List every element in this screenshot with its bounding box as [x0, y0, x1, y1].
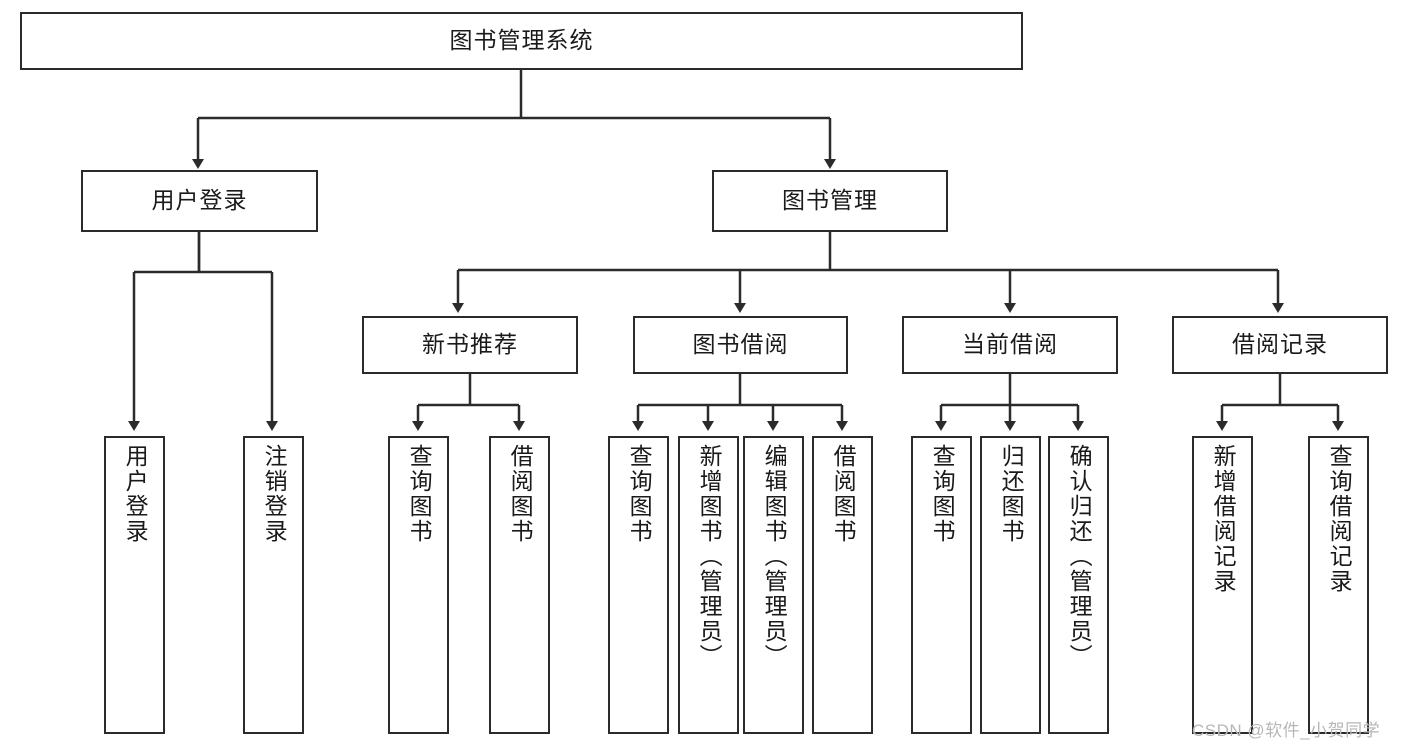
leaf-new-book-query[interactable]: 查询图书	[388, 436, 449, 734]
node-label: 图书借阅	[692, 331, 789, 358]
node-label: 编辑图书（管理员）	[761, 444, 788, 669]
node-label: 新书推荐	[422, 331, 518, 358]
node-new-book-recommend[interactable]: 新书推荐	[362, 316, 578, 374]
node-book-management[interactable]: 图书管理	[712, 170, 948, 232]
node-label: 注销登录	[261, 444, 288, 544]
node-root-book-management-system[interactable]: 图书管理系统	[20, 12, 1023, 70]
leaf-record-add-record[interactable]: 新增借阅记录	[1192, 436, 1253, 734]
leaf-borrow-add-book-admin[interactable]: 新增图书（管理员）	[678, 436, 739, 734]
node-label: 确认归还（管理员）	[1066, 444, 1093, 669]
leaf-current-confirm-return-admin[interactable]: 确认归还（管理员）	[1048, 436, 1109, 734]
leaf-borrow-edit-book-admin[interactable]: 编辑图书（管理员）	[743, 436, 804, 734]
csdn-watermark: CSDN @软件_小贺同学	[1192, 721, 1381, 740]
node-label: 用户登录	[122, 444, 149, 544]
node-label: 查询图书	[929, 444, 956, 544]
node-label: 当前借阅	[962, 331, 1058, 358]
node-label: 查询图书	[626, 444, 653, 544]
leaf-current-query-book[interactable]: 查询图书	[911, 436, 972, 734]
node-user-login[interactable]: 用户登录	[81, 170, 318, 232]
node-book-borrow[interactable]: 图书借阅	[633, 316, 848, 374]
leaf-user-login-logout[interactable]: 注销登录	[243, 436, 304, 734]
node-label: 新增借阅记录	[1210, 444, 1237, 594]
node-label: 借阅记录	[1232, 331, 1328, 358]
node-label: 图书管理	[782, 187, 878, 214]
node-label: 查询借阅记录	[1326, 444, 1353, 594]
node-label: 归还图书	[998, 444, 1025, 544]
leaf-current-return-book[interactable]: 归还图书	[980, 436, 1041, 734]
leaf-record-query-record[interactable]: 查询借阅记录	[1308, 436, 1369, 734]
leaf-borrow-query-book[interactable]: 查询图书	[608, 436, 669, 734]
node-current-borrow[interactable]: 当前借阅	[902, 316, 1118, 374]
leaf-new-book-borrow[interactable]: 借阅图书	[489, 436, 550, 734]
node-label: 查询图书	[406, 444, 433, 544]
node-label: 新增图书（管理员）	[696, 444, 723, 669]
node-label: 借阅图书	[830, 444, 857, 544]
node-label: 借阅图书	[507, 444, 534, 544]
node-label: 图书管理系统	[449, 27, 594, 54]
leaf-user-login-login[interactable]: 用户登录	[104, 436, 165, 734]
node-label: 用户登录	[151, 187, 248, 214]
node-borrow-record[interactable]: 借阅记录	[1172, 316, 1388, 374]
leaf-borrow-borrow-book[interactable]: 借阅图书	[812, 436, 873, 734]
